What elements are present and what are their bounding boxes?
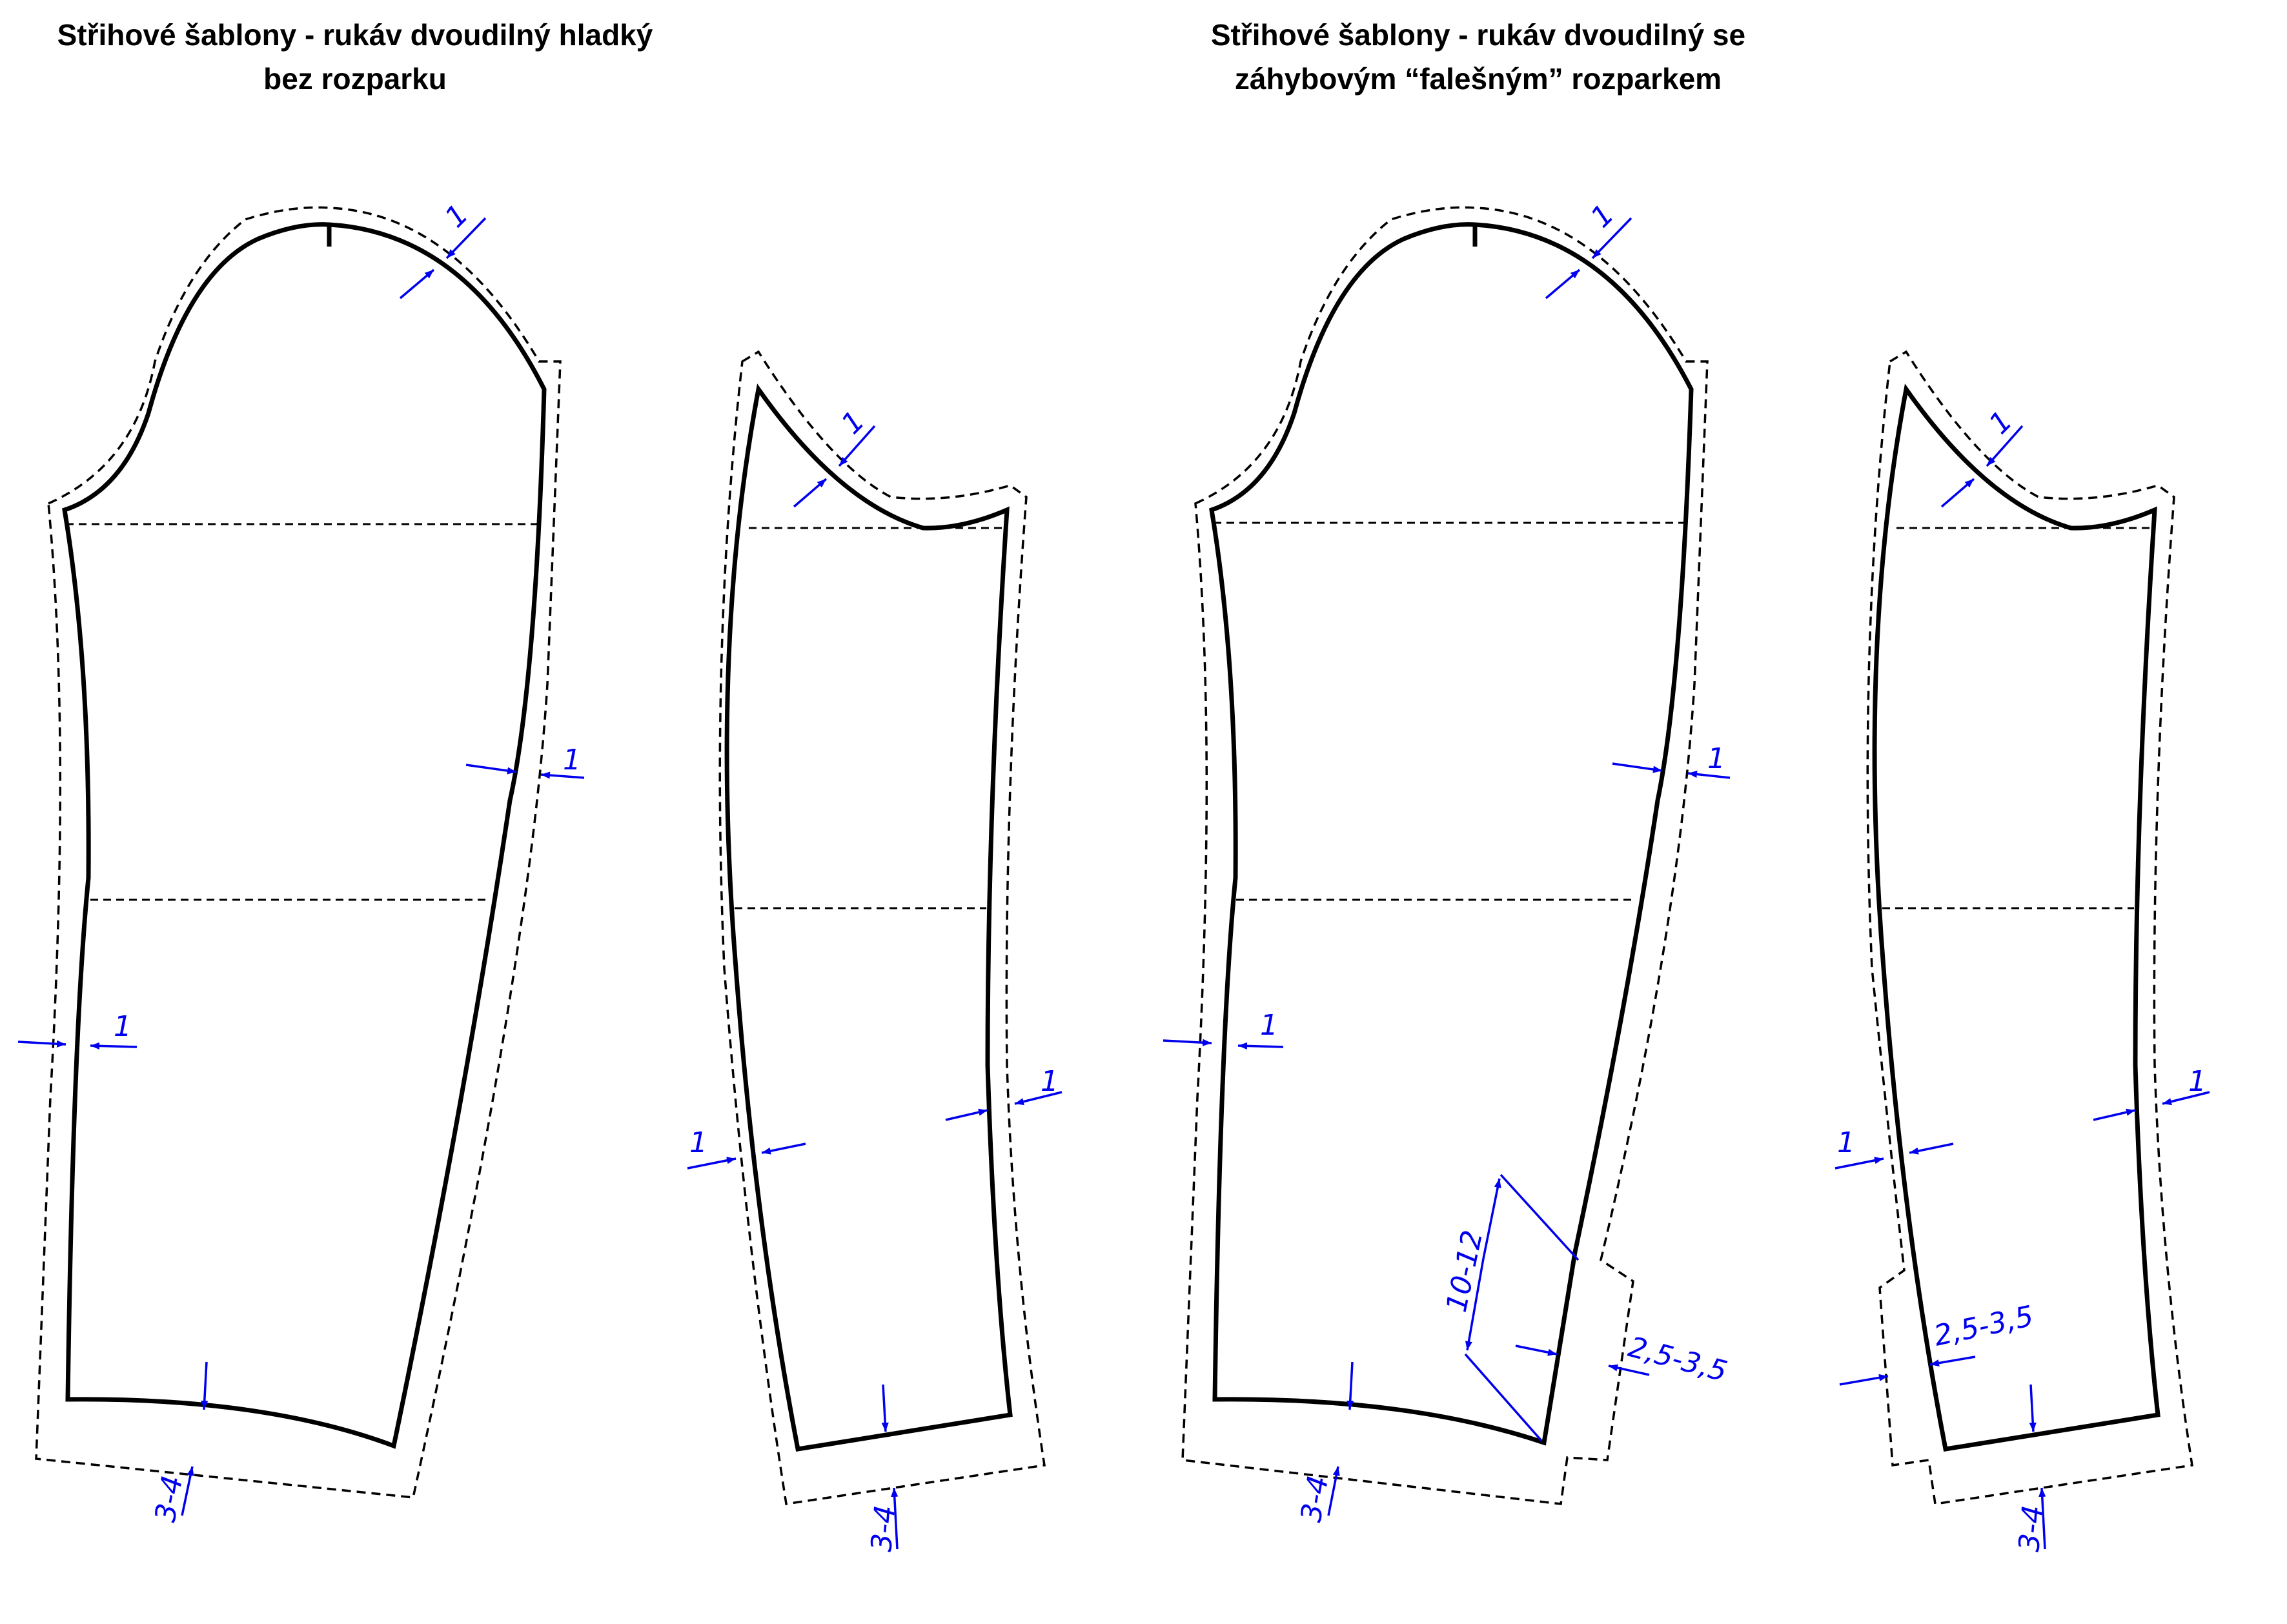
dimension-left-seam: 1 (1163, 1009, 1284, 1050)
dimension-arrow (1909, 1142, 1954, 1155)
title-right-line2: záhybovým “falešným” rozparkem (1234, 62, 1722, 96)
seam-allowance-outline (718, 350, 1046, 1505)
title-left-line2: bez rozparku (263, 62, 447, 96)
dimension-arrow (445, 217, 487, 259)
dimension-arrow (1608, 1364, 1650, 1376)
dimension-cap: 1 (793, 405, 876, 508)
dimension-label: 1 (689, 1126, 707, 1159)
dimension-arrow (793, 478, 828, 508)
dimension-label: 1 (439, 198, 475, 234)
dimension-arrow (1839, 1374, 1889, 1386)
dimension-arrow (540, 771, 585, 779)
dimension-label: 1 (563, 744, 581, 776)
seam-allowance-outline (1181, 206, 1709, 1505)
dimension-arrow (687, 1157, 737, 1170)
dimension-arrow (1940, 478, 1975, 508)
vent-width-label: 2,5-3,5 (1625, 1330, 1731, 1388)
dimension-arrow (399, 269, 435, 299)
dimension-label: 3-4 (865, 1504, 902, 1553)
piece-under-sleeve-plain: 1 1 1 3-4 (687, 350, 1062, 1553)
seam-allowance-outline (1866, 350, 2193, 1505)
dimension-right-seam: 1 (1612, 742, 1731, 779)
dimension-arrow (1929, 1355, 1976, 1367)
dimension-left-seam: 1 (17, 1010, 137, 1050)
dimension-arrow (201, 1361, 208, 1410)
seam-allowance-outline (35, 206, 562, 1499)
dimension-arrow (1482, 1178, 1501, 1259)
dimension-arrow (891, 1487, 899, 1550)
dimension-vent-width: 2,5-3,5 (1839, 1299, 2037, 1386)
dimension-label: 1 (1260, 1009, 1278, 1042)
cut-outline (1872, 383, 2160, 1452)
dimension-arrow (1014, 1091, 1062, 1106)
dimension-right-seam: 1 (465, 744, 585, 779)
dimension-arrow (945, 1108, 988, 1121)
cut-outline (1209, 222, 1694, 1446)
vent-width-label: 2,5-3,5 (1931, 1299, 2037, 1352)
vent-construction: 10-12 2,5-3,5 (1440, 1173, 1731, 1442)
dimension-hem: 3-4 (149, 1361, 208, 1525)
dimension-label: 3-4 (1295, 1473, 1336, 1525)
dimension-left-seam: 1 (687, 1126, 806, 1170)
dimension-left-seam: 1 (1835, 1126, 1954, 1170)
dimension-label: 1 (2188, 1065, 2206, 1098)
dimension-arrow (2038, 1487, 2046, 1550)
title-right-line1: Střihové šablony - rukáv dvoudilný se (1210, 18, 1746, 52)
dimension-hem: 3-4 (2013, 1384, 2049, 1553)
dimension-label: 1 (1707, 742, 1725, 775)
dimension-arrow (838, 425, 876, 467)
dimension-arrow (181, 1466, 194, 1516)
dimension-arrow (1163, 1039, 1212, 1046)
dimension-label: 1 (114, 1010, 132, 1043)
dimension-arrow (2162, 1091, 2210, 1106)
dimension-label: 3-4 (2013, 1504, 2049, 1553)
dimension-arrow (17, 1040, 66, 1048)
dimension-arrow (1591, 217, 1632, 259)
piece-top-sleeve-vent: 10-12 2,5-3,5 1 1 1 3-4 (1163, 198, 1731, 1525)
dimension-label: 1 (1041, 1065, 1059, 1098)
dimension-arrow (1545, 269, 1581, 299)
dimension-hem: 3-4 (1295, 1361, 1354, 1525)
dimension-arrow (1465, 1258, 1485, 1351)
dimension-arrow (2093, 1108, 2136, 1121)
dimension-arrow (881, 1384, 889, 1432)
vent-line-bottom (1464, 1353, 1543, 1442)
dimension-label: 1 (1585, 198, 1621, 234)
piece-under-sleeve-vent: 1 1 1 2,5-3,5 3-4 (1835, 350, 2210, 1553)
dimension-arrow (90, 1042, 137, 1050)
vent-line-top (1499, 1173, 1580, 1261)
dimension-arrow (1986, 425, 2024, 467)
dimension-arrow (1347, 1361, 1354, 1410)
dimension-label: 3-4 (149, 1473, 190, 1525)
dimension-arrow (1835, 1157, 1884, 1170)
dimension-arrow (1237, 1042, 1284, 1050)
cut-outline (724, 383, 1013, 1452)
dimension-label: 1 (1837, 1126, 1855, 1159)
dimension-arrow (1612, 762, 1663, 773)
title-right: Střihové šablony - rukáv dvoudilný se zá… (1149, 13, 1807, 101)
dimension-cap: 1 (1940, 405, 2024, 508)
dimension-arrow (1515, 1345, 1558, 1356)
dimension-arrow (1327, 1466, 1340, 1516)
title-left-line1: Střihové šablony - rukáv dvoudilný hladk… (57, 18, 653, 52)
dimension-arrow (465, 764, 517, 775)
dimension-arrow (761, 1142, 806, 1155)
dimension-arrow (2029, 1384, 2037, 1432)
title-left: Střihové šablony - rukáv dvoudilný hladk… (26, 13, 684, 101)
dimension-right-seam: 1 (945, 1065, 1062, 1121)
dimension-arrow (1687, 770, 1731, 779)
piece-top-sleeve-plain: 1 1 1 3-4 (17, 198, 585, 1525)
cut-outline (62, 222, 547, 1449)
dimension-hem: 3-4 (865, 1384, 902, 1553)
dimension-right-seam: 1 (2093, 1065, 2210, 1121)
